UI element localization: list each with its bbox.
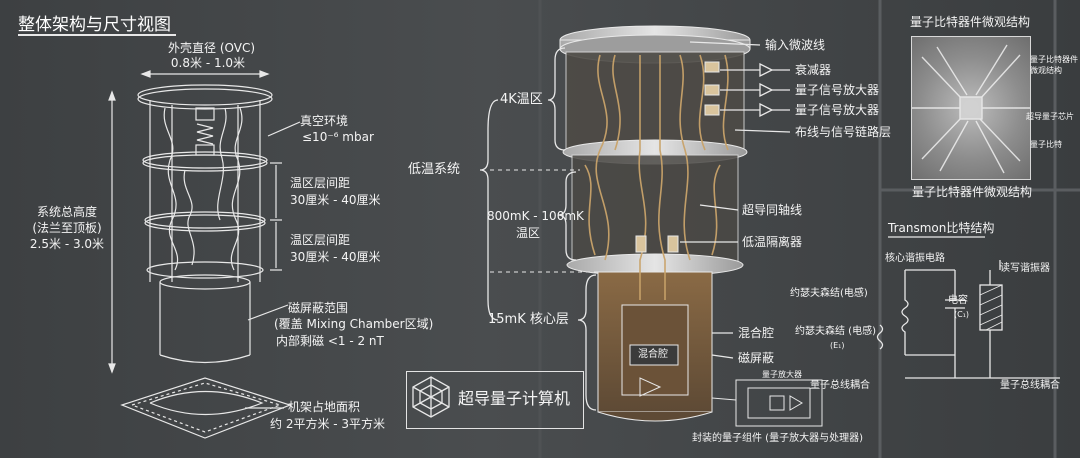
capacitor-label: 电容 <box>948 294 968 307</box>
bus-coupling-1-label: 量子总线耦合 <box>810 379 870 392</box>
bus-coupling-2-label: 量子总线耦合 <box>1000 379 1060 392</box>
josephson-junction-2-label: 约瑟夫森结 (电感) <box>795 325 876 338</box>
readout-resonator-label: 读写谐振器 <box>1000 262 1050 275</box>
capacitor-sublabel: (C₁) <box>954 310 969 320</box>
core-resonator-label: 核心谐振电路 <box>885 252 945 265</box>
josephson-junction-1-label: 约瑟夫森结(电感) <box>790 287 868 300</box>
josephson-junction-2-sublabel: (E₁) <box>830 341 845 351</box>
